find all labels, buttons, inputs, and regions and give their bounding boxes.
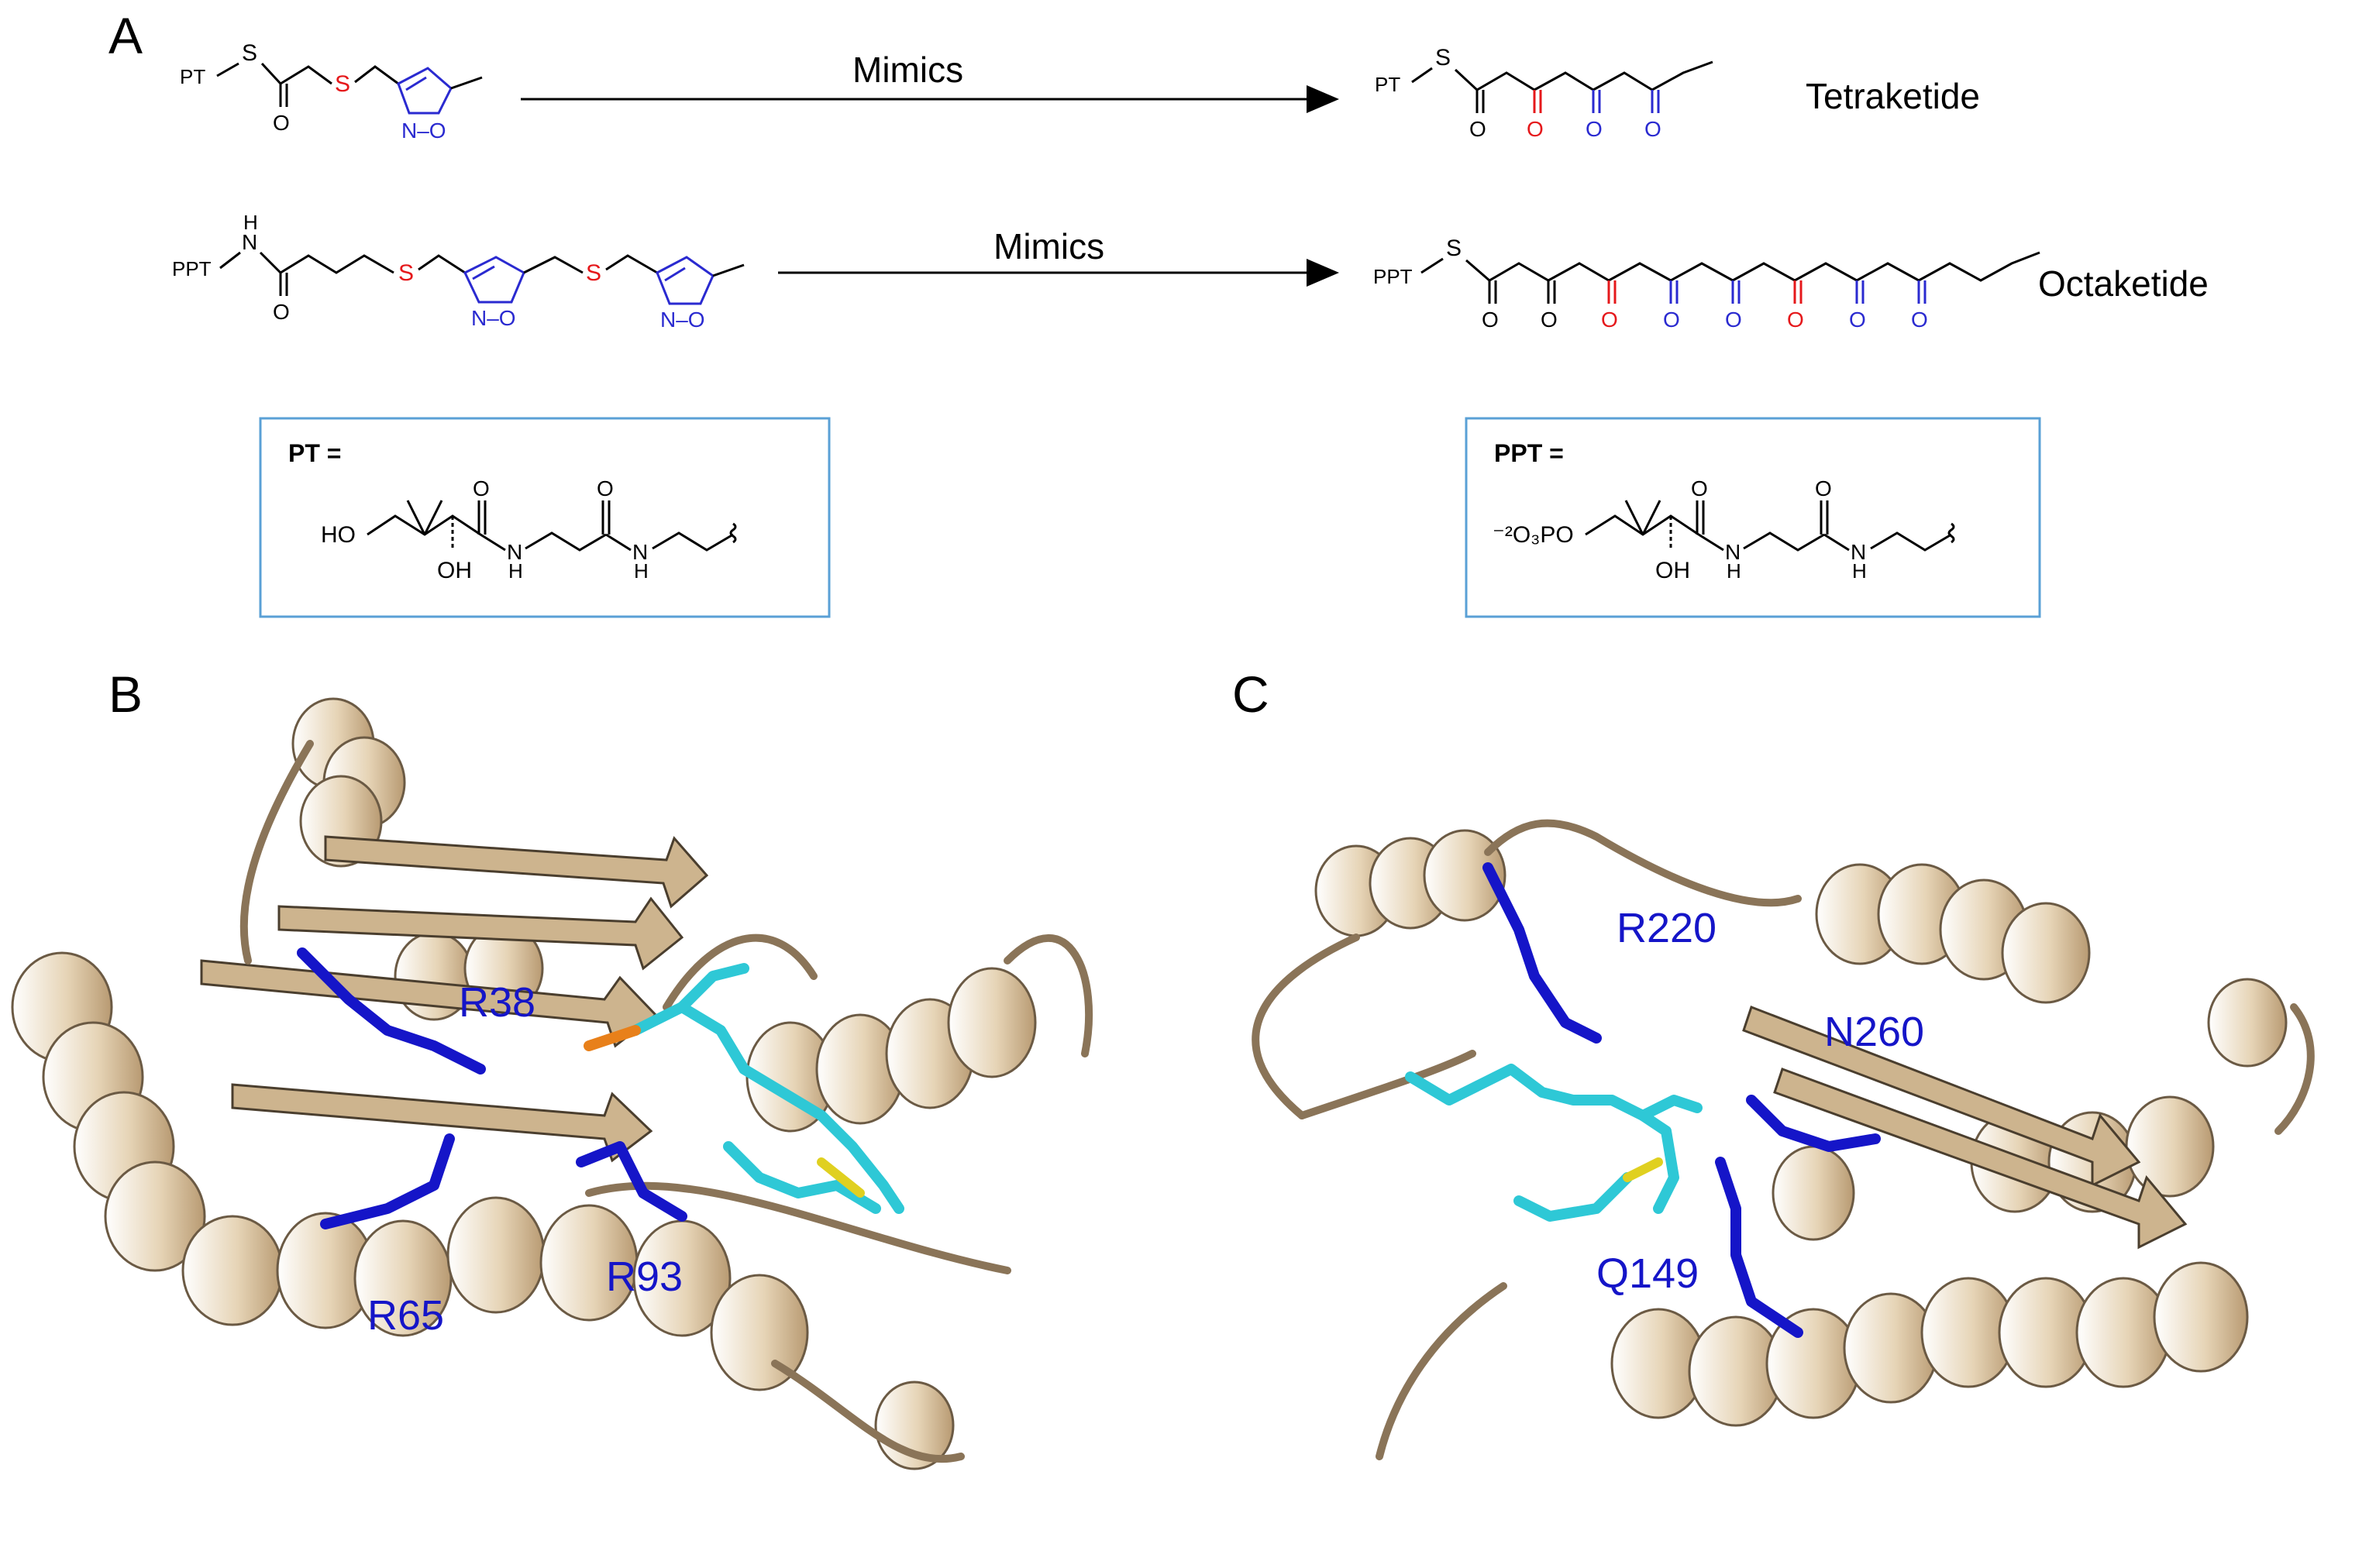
- pt-structure: HO OH O N H O N H: [321, 476, 737, 583]
- svg-text:OH: OH: [437, 558, 472, 583]
- svg-text:O: O: [273, 300, 290, 324]
- svg-text:O: O: [1644, 117, 1661, 141]
- svg-text:O: O: [1469, 117, 1486, 141]
- svg-text:OH: OH: [1655, 558, 1690, 583]
- pt-label-1: PT: [180, 65, 205, 88]
- octaketide-label: Octaketide: [2038, 263, 2209, 304]
- svg-text:O: O: [1911, 308, 1928, 332]
- residue-b-2: R65: [367, 1292, 444, 1339]
- panel-label-b: B: [108, 665, 143, 723]
- svg-text:N–O: N–O: [660, 308, 705, 332]
- residue-c-1: R220: [1617, 905, 1716, 951]
- svg-text:O: O: [1663, 308, 1680, 332]
- svg-text:S: S: [335, 71, 350, 97]
- svg-text:N: N: [1725, 540, 1741, 564]
- protein-structure-b: [11, 697, 1093, 1470]
- svg-text:O: O: [473, 476, 490, 500]
- svg-text:S: S: [242, 40, 257, 66]
- svg-text:O: O: [1725, 308, 1742, 332]
- svg-text:HO: HO: [321, 522, 356, 548]
- svg-text:H: H: [508, 559, 523, 583]
- svg-text:PT: PT: [1375, 73, 1400, 96]
- svg-text:O: O: [1527, 117, 1544, 141]
- svg-text:N–O: N–O: [401, 119, 446, 143]
- svg-text:H: H: [243, 211, 258, 234]
- svg-text:O: O: [1482, 308, 1499, 332]
- pt-box-title: PT =: [288, 439, 341, 467]
- svg-text:N: N: [242, 230, 257, 254]
- pt-definition-box: [259, 417, 831, 618]
- svg-text:O: O: [1586, 117, 1603, 141]
- residue-b-3: R93: [606, 1253, 683, 1300]
- tetraketide-structure: PT S O O O O: [1375, 45, 1713, 141]
- residue-b-1: R38: [459, 979, 535, 1026]
- mimics-label-2: Mimics: [993, 226, 1104, 266]
- octaketide-structure: PPT S O O O O O O O O: [1373, 236, 2040, 332]
- svg-text:S: S: [586, 260, 601, 286]
- residue-c-2: N260: [1824, 1009, 1924, 1055]
- reaction-1: PT S O S N–O: [180, 40, 1339, 143]
- svg-text:N: N: [1851, 540, 1866, 564]
- panel-label-a: A: [108, 7, 143, 64]
- svg-text:O: O: [273, 111, 290, 135]
- protein-structure-c: [1252, 819, 2315, 1460]
- svg-text:S: S: [1435, 45, 1451, 70]
- reaction-2: PPT N H O S N–O S N–O: [172, 211, 1339, 332]
- svg-text:H: H: [634, 559, 649, 583]
- svg-text:PPT: PPT: [172, 257, 212, 280]
- panel-label-c: C: [1232, 665, 1269, 723]
- svg-text:S: S: [1446, 236, 1462, 261]
- svg-text:O: O: [1601, 308, 1618, 332]
- mimics-label-1: Mimics: [852, 50, 963, 90]
- svg-text:O: O: [1541, 308, 1558, 332]
- ppt-definition-box: [1465, 417, 2041, 618]
- svg-text:S: S: [398, 260, 414, 286]
- svg-text:N: N: [632, 540, 648, 564]
- svg-text:H: H: [1852, 559, 1867, 583]
- residue-c-3: Q149: [1596, 1250, 1699, 1297]
- svg-text:O: O: [1815, 476, 1832, 500]
- svg-text:N: N: [507, 540, 522, 564]
- svg-text:H: H: [1727, 559, 1741, 583]
- svg-text:O: O: [597, 476, 614, 500]
- svg-text:O: O: [1787, 308, 1804, 332]
- tetraketide-label: Tetraketide: [1806, 76, 1980, 116]
- svg-text:⁻²O₃PO: ⁻²O₃PO: [1493, 522, 1574, 548]
- svg-text:PPT: PPT: [1373, 265, 1413, 288]
- ppt-box-title: PPT =: [1494, 439, 1564, 467]
- ppt-structure: ⁻²O₃PO OH O N H O N H: [1493, 476, 1955, 583]
- svg-text:N–O: N–O: [471, 306, 516, 330]
- svg-text:O: O: [1691, 476, 1708, 500]
- svg-text:O: O: [1849, 308, 1866, 332]
